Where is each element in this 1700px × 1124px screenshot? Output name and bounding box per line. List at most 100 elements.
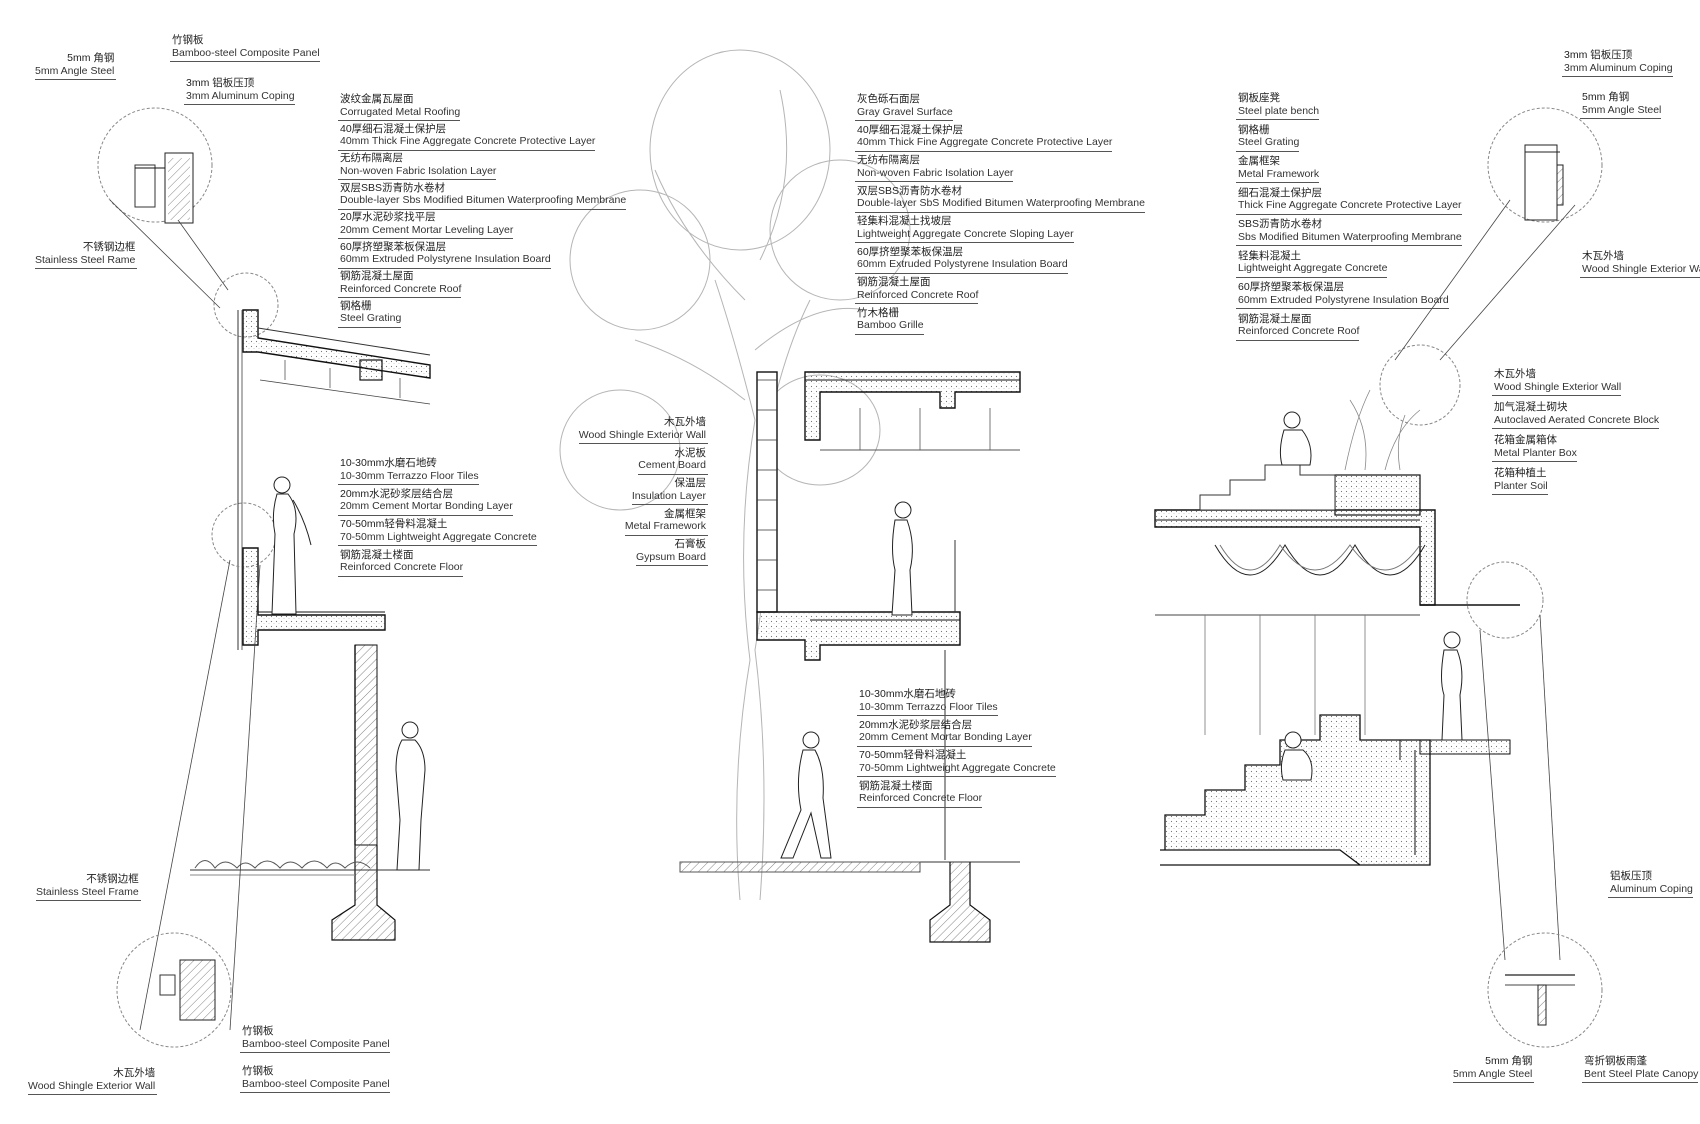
detail-circle-bottom-left xyxy=(116,932,232,1048)
detail-callout-right-planter xyxy=(1379,344,1461,426)
layer-label-cn: 花箱种植土 xyxy=(1494,467,1547,479)
layer-label-cn: 金属框架 xyxy=(1238,155,1280,167)
layer-label-cn: 40厚细石混凝土保护层 xyxy=(857,123,964,136)
layer-label-cn: 无纺布隔离层 xyxy=(857,154,920,166)
layer-label-cn: 钢筋混凝土楼面 xyxy=(859,779,933,792)
layer-label-en: 40mm Thick Fine Aggregate Concrete Prote… xyxy=(857,136,1113,148)
right-section-geometry xyxy=(1154,107,1603,1048)
layer-label-en: 70-50mm Lightweight Aggregate Concrete xyxy=(340,530,537,543)
layer-label-cn: 双层SBS沥青防水卷材 xyxy=(857,184,963,197)
detail-circle-bottom-right xyxy=(1487,932,1603,1048)
layer-label-cn: 木瓦外墙 xyxy=(1494,368,1536,380)
layer-label-cn: 60厚挤塑聚苯板保温层 xyxy=(1238,281,1345,293)
layer-label-en: Cement Board xyxy=(638,459,706,471)
layer-label-cn: 60厚挤塑聚苯板保温层 xyxy=(340,240,447,253)
layer-label-en: Gypsum Board xyxy=(635,550,706,563)
layer-label-cn: 金属框架 xyxy=(664,507,706,520)
human-figure-walking xyxy=(395,721,426,871)
human-figure-roof-sitting xyxy=(1279,411,1312,466)
planter-foliage xyxy=(1344,389,1421,471)
layer-label-cn: 钢筋混凝土屋面 xyxy=(857,276,931,288)
human-figure-right-standing xyxy=(1441,631,1463,741)
layer-label-en: Insulation Layer xyxy=(631,489,706,502)
layer-label-en: Lightweight Aggregate Concrete xyxy=(1238,262,1388,274)
layer-label-en: Sbs Modified Bitumen Waterproofing Membr… xyxy=(1238,230,1462,243)
layer-label-cn: 双层SBS沥青防水卷材 xyxy=(340,181,446,194)
human-figure-standing xyxy=(271,476,312,615)
layer-label-en: 20mm Cement Mortar Bonding Layer xyxy=(859,731,1032,743)
left-section-geometry xyxy=(97,107,431,1048)
layer-label-cn: 无纺布隔离层 xyxy=(340,152,403,164)
layer-label-cn: 钢筋混凝土屋面 xyxy=(340,270,414,282)
layer-label-en: Double-layer SbS Modified Bitumen Waterp… xyxy=(857,197,1145,209)
layer-label-cn: 20mm水泥砂浆层结合层 xyxy=(859,718,973,731)
layer-label-en: Metal Framework xyxy=(1238,167,1320,180)
layer-label-en: 60mm Extruded Polystyrene Insulation Boa… xyxy=(1238,293,1449,306)
layer-label-en: 60mm Extruded Polystyrene Insulation Boa… xyxy=(340,253,551,265)
layer-label-en: Wood Shingle Exterior Wall xyxy=(1494,380,1622,393)
label-right-aluminum-coping: 3mm 铝板压顶 3mm Aluminum Coping xyxy=(1562,49,1673,77)
layer-label-cn: 钢格栅 xyxy=(340,299,372,312)
layer-label-en: Reinforced Concrete Roof xyxy=(340,282,462,295)
label-left-bamboo-panel-bottom-1: 竹钢板 Bamboo-steel Composite Panel xyxy=(240,1025,390,1053)
layer-label-cn: 钢筋混凝土屋面 xyxy=(1238,312,1312,325)
label-left-bamboo-panel-bottom-2: 竹钢板 Bamboo-steel Composite Panel xyxy=(240,1065,390,1093)
layer-label-en: Lightweight Aggregate Concrete Sloping L… xyxy=(857,227,1074,240)
label-right-wood-shingle: 木瓦外墙 Wood Shingle Exterior Wall xyxy=(1580,250,1700,278)
layer-label-cn: 20厚水泥砂浆找平层 xyxy=(340,211,436,223)
layer-label-en: Non-woven Fabric Isolation Layer xyxy=(340,164,497,177)
layer-label-cn: 钢板座凳 xyxy=(1238,92,1280,104)
layer-label-cn: 40厚细石混凝土保护层 xyxy=(340,122,447,135)
layer-label-en: Reinforced Concrete Roof xyxy=(857,288,979,301)
label-right-aluminum-coping-bottom: 铝板压顶 Aluminum Coping xyxy=(1608,870,1693,898)
layer-label-en: Gray Gravel Surface xyxy=(857,105,953,118)
layer-label-cn: 竹木格栅 xyxy=(857,306,899,319)
layer-label-cn: 水泥板 xyxy=(674,446,707,459)
human-figure-mid-walking xyxy=(780,731,832,859)
label-left-stainless-frame-bottom: 不锈钢边框 Stainless Steel Frame xyxy=(36,873,141,901)
layer-label-cn: 波纹金属瓦屋面 xyxy=(340,93,414,105)
layer-label-cn: 灰色砾石面层 xyxy=(857,93,920,105)
middle-section-geometry xyxy=(559,49,1021,943)
detail-circle-top-left xyxy=(97,107,213,223)
layer-label-en: Corrugated Metal Roofing xyxy=(340,105,461,118)
layer-label-en: 10-30mm Terrazzo Floor Tiles xyxy=(859,700,998,713)
label-left-angle-steel: 5mm 角钢 5mm Angle Steel xyxy=(35,52,117,80)
layer-label-en: Steel Grating xyxy=(1238,136,1300,148)
layer-label-cn: 钢筋混凝土楼面 xyxy=(340,548,414,561)
layer-label-cn: 20mm水泥砂浆层结合层 xyxy=(340,487,454,500)
layer-label-en: Planter Soil xyxy=(1494,479,1548,492)
label-right-canopy-bottom: 弯折钢板雨蓬 Bent Steel Plate Canopy xyxy=(1582,1055,1699,1083)
layer-label-cn: 轻集料混凝土 xyxy=(1238,249,1301,262)
layer-label-cn: 保温层 xyxy=(674,477,707,489)
label-left-bamboo-panel: 竹钢板 Bamboo-steel Composite Panel xyxy=(170,34,320,62)
layer-label-cn: 花箱金属箱体 xyxy=(1494,434,1557,446)
human-figure-right-sitting xyxy=(1280,731,1313,781)
label-right-angle-steel-bottom: 5mm 角钢 5mm Angle Steel xyxy=(1453,1055,1535,1083)
